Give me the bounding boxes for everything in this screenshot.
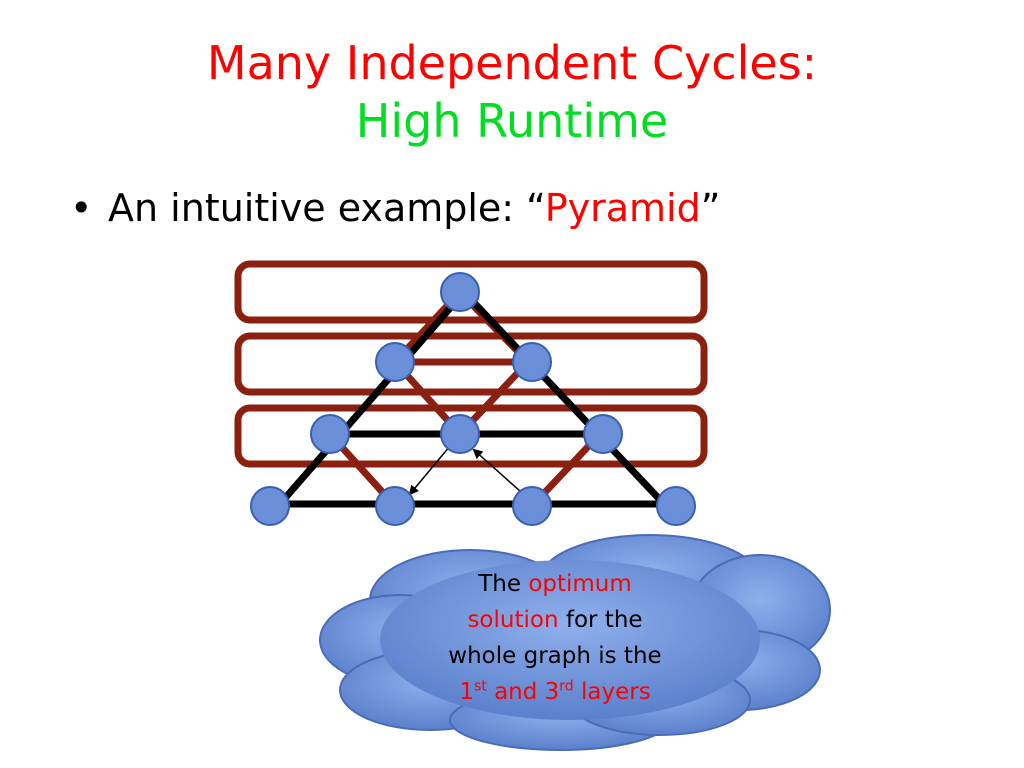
layer-box-3 bbox=[234, 404, 708, 468]
bullet-marker: • bbox=[70, 186, 93, 230]
cloud-highlight: 1 bbox=[459, 679, 474, 705]
cloud-highlight: and 3 bbox=[494, 679, 560, 705]
cloud-highlight: solution bbox=[467, 607, 559, 633]
cloud-callout bbox=[319, 534, 831, 751]
cloud-text: The optimum solution for the whole graph… bbox=[400, 566, 710, 710]
node-l3-left bbox=[310, 414, 350, 454]
node-l3-mid bbox=[440, 414, 480, 454]
cloud-line-3: whole graph is the bbox=[448, 643, 662, 669]
node-l4-2 bbox=[375, 486, 415, 526]
cloud-highlight: layers bbox=[581, 679, 651, 705]
bullet-text-suffix: ” bbox=[700, 186, 721, 230]
outer-triangle bbox=[276, 288, 668, 508]
cloud-word: for the bbox=[565, 607, 643, 633]
title-line-1: Many Independent Cycles: bbox=[206, 36, 818, 90]
node-top bbox=[440, 272, 480, 312]
cycle-layer-2 bbox=[391, 358, 537, 440]
cloud-highlight: optimum bbox=[528, 571, 632, 597]
node-l4-1 bbox=[250, 486, 290, 526]
slide-title: Many Independent Cycles: High Runtime bbox=[0, 34, 1024, 150]
bullet-item: • An intuitive example: “Pyramid” bbox=[70, 186, 720, 230]
cloud-line-2: solution for the bbox=[400, 602, 710, 638]
cloud-word: The bbox=[478, 571, 521, 597]
cloud-line-1: The optimum bbox=[400, 566, 710, 602]
node-l2-right bbox=[512, 342, 552, 382]
cloud-superscript: st bbox=[473, 678, 487, 695]
cloud-superscript: rd bbox=[559, 678, 574, 695]
node-l4-4 bbox=[656, 486, 696, 526]
cloud-line-4: 1st and 3rd layers bbox=[400, 674, 710, 710]
node-l2-left bbox=[375, 342, 415, 382]
bullet-text-prefix: An intuitive example: “ bbox=[108, 186, 545, 230]
title-line-2: High Runtime bbox=[355, 94, 669, 148]
node-l4-3 bbox=[512, 486, 552, 526]
node-l3-right bbox=[583, 414, 623, 454]
bullet-highlight: Pyramid bbox=[544, 186, 701, 230]
layer-box-2 bbox=[234, 332, 708, 396]
layer-box-1 bbox=[234, 260, 708, 324]
